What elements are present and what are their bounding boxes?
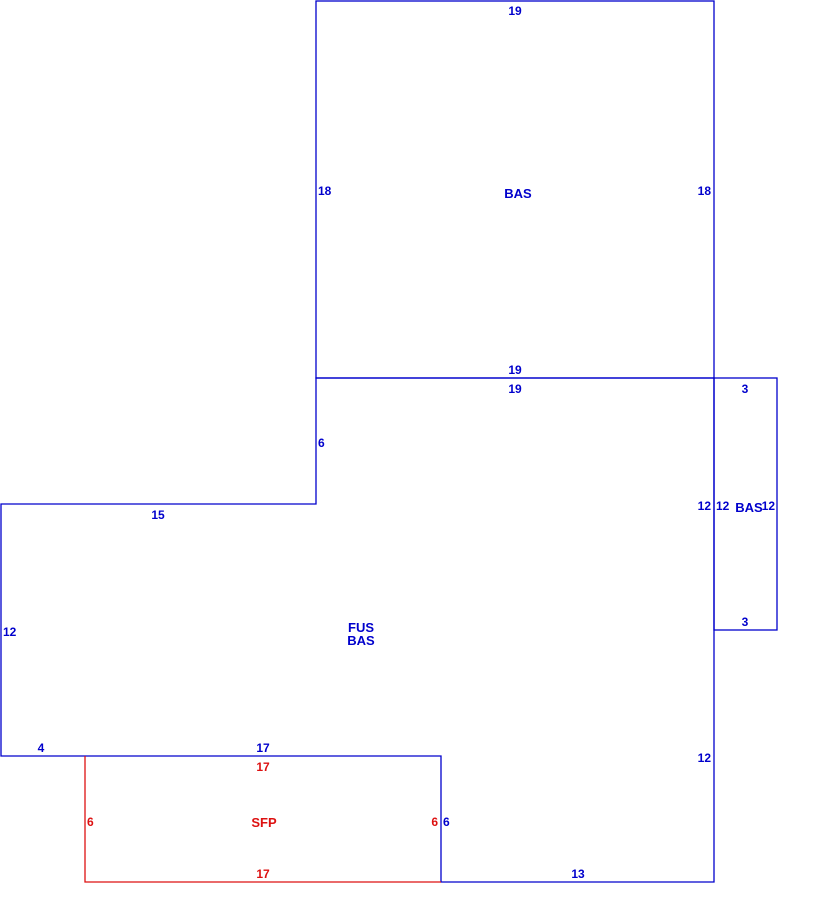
dim-main-porch-side: 6	[443, 815, 450, 829]
dim-upper-bottom: 19	[508, 363, 522, 377]
dim-main-porch-top: 17	[256, 741, 270, 755]
dim-main-right-upper: 12	[698, 499, 712, 513]
dim-main-right-lower: 12	[698, 751, 712, 765]
dim-upper-top: 19	[508, 4, 522, 18]
side-bas-outline	[713, 377, 778, 631]
porch-sfp-outline	[84, 756, 441, 883]
dim-side-bottom: 3	[742, 615, 749, 629]
dim-main-bottom-right: 13	[571, 867, 585, 881]
dim-upper-right: 18	[698, 184, 712, 198]
upper-area-label: BAS	[504, 186, 532, 201]
dim-porch-top: 17	[256, 760, 270, 774]
porch-area-label: SFP	[251, 815, 277, 830]
dim-main-step: 6	[318, 436, 325, 450]
main-area-label-line2: BAS	[347, 633, 375, 648]
dim-porch-left: 6	[87, 815, 94, 829]
dim-side-top: 3	[742, 382, 749, 396]
dim-main-left: 12	[3, 625, 17, 639]
dim-side-left: 12	[716, 499, 730, 513]
dim-side-right: 12	[762, 499, 776, 513]
dim-main-bottom-left: 4	[38, 741, 45, 755]
side-area-label: BAS	[735, 500, 763, 515]
dim-porch-right: 6	[431, 815, 438, 829]
dim-main-left-top: 15	[151, 508, 165, 522]
dim-main-top: 19	[508, 382, 522, 396]
main-area-label-line1: FUS	[348, 620, 374, 635]
dim-upper-left: 18	[318, 184, 332, 198]
dim-porch-bottom: 17	[256, 867, 270, 881]
